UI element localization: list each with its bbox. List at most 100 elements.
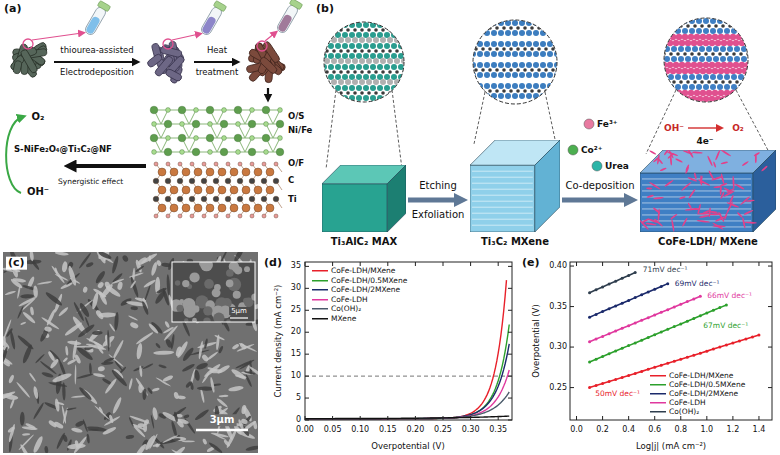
zoom-view bbox=[709, 40, 715, 46]
ion-label: Fe³⁺ bbox=[597, 119, 618, 129]
sem-micrograph bbox=[76, 373, 94, 380]
block-shape bbox=[472, 225, 533, 226]
tafel-plot bbox=[712, 348, 715, 351]
polarization-plot bbox=[508, 310, 512, 311]
block-shape bbox=[744, 221, 757, 223]
tafel-plot bbox=[595, 313, 598, 316]
zoom-view bbox=[349, 74, 355, 80]
zoom-view bbox=[352, 79, 358, 85]
sem-micrograph bbox=[97, 366, 105, 372]
sem-micrograph bbox=[98, 291, 109, 306]
crystal-structure bbox=[153, 178, 159, 184]
crystal-structure bbox=[250, 214, 254, 218]
zoom-view bbox=[533, 72, 539, 78]
sem-micrograph bbox=[155, 342, 161, 349]
tick-label: 0.8 bbox=[674, 425, 687, 434]
slope-label: 69mV dec⁻¹ bbox=[675, 280, 720, 289]
tafel-plot bbox=[751, 335, 754, 338]
tafel-plot bbox=[595, 338, 598, 341]
test-tube bbox=[275, 0, 303, 35]
scale-label: 5μm bbox=[229, 307, 249, 315]
tafel-plot bbox=[758, 416, 759, 420]
zoom-view bbox=[380, 58, 386, 64]
zoom-view bbox=[491, 51, 497, 57]
crystal-structure bbox=[182, 168, 190, 176]
zoom-view bbox=[738, 84, 744, 90]
zoom-view bbox=[502, 89, 506, 93]
zoom-view bbox=[682, 28, 688, 34]
zoom-view bbox=[380, 79, 386, 85]
zoom-view bbox=[363, 74, 369, 80]
polarization-plot bbox=[387, 416, 388, 420]
tafel-plot bbox=[621, 302, 624, 305]
test-tube bbox=[84, 5, 108, 36]
atom-label: Ni/Fe bbox=[288, 126, 312, 136]
tafel-plot bbox=[588, 386, 591, 389]
zoom-view bbox=[661, 18, 667, 24]
tick-label: 0.40 bbox=[549, 261, 567, 270]
zoom-view bbox=[697, 62, 703, 68]
sem-micrograph bbox=[248, 365, 258, 379]
legend-line bbox=[312, 318, 328, 320]
crystal-structure bbox=[261, 196, 267, 202]
zoom-view bbox=[530, 89, 534, 93]
zoom-view bbox=[345, 58, 351, 64]
sem-micrograph bbox=[175, 280, 180, 285]
tafel-plot bbox=[705, 312, 708, 315]
sem-micrograph bbox=[8, 424, 16, 443]
polarization-plot bbox=[305, 416, 509, 419]
legend-line bbox=[650, 409, 666, 415]
sem-micrograph bbox=[205, 351, 218, 362]
sem-micrograph bbox=[104, 378, 118, 395]
polarization-plot bbox=[443, 262, 444, 266]
crystal-structure bbox=[234, 134, 242, 142]
zoom-view bbox=[338, 58, 344, 64]
sem-micrograph bbox=[22, 433, 30, 436]
tafel-plot bbox=[732, 262, 733, 266]
crystal-structure bbox=[194, 136, 199, 141]
nickel-foam bbox=[246, 41, 286, 83]
crystal-structure bbox=[150, 106, 284, 218]
zoom-view bbox=[685, 40, 691, 46]
tafel-plot bbox=[653, 313, 656, 316]
tafel-plot bbox=[673, 360, 676, 363]
sem-micrograph bbox=[44, 446, 49, 453]
zoom-view bbox=[742, 24, 746, 28]
tafel-plot bbox=[608, 380, 611, 383]
zoom-view bbox=[516, 47, 520, 51]
tafel-plot bbox=[588, 360, 591, 363]
legend-line bbox=[650, 411, 666, 413]
zoom-view bbox=[360, 28, 364, 32]
polarization-plot bbox=[305, 398, 309, 399]
crystal-structure bbox=[158, 186, 166, 194]
tafel-plot bbox=[654, 416, 655, 420]
zoom-view bbox=[717, 18, 723, 24]
sem-micrograph bbox=[20, 412, 25, 426]
zoom-view bbox=[712, 68, 718, 74]
tafel-plot bbox=[712, 309, 715, 312]
sem-micrograph bbox=[49, 358, 60, 369]
zoom-view bbox=[495, 47, 499, 51]
polarization-plot bbox=[508, 420, 512, 421]
tafel-plot bbox=[706, 262, 707, 266]
zoom-view bbox=[346, 49, 350, 53]
zoom-view bbox=[374, 70, 378, 74]
sem-micrograph bbox=[94, 405, 110, 421]
legend-line bbox=[312, 299, 328, 301]
zoom-view bbox=[370, 53, 376, 59]
zoom-view bbox=[488, 89, 492, 93]
legend-text: CoFe-LDH/2MXene bbox=[331, 286, 400, 295]
zoom-view bbox=[670, 90, 676, 96]
tafel-plot bbox=[647, 291, 650, 294]
zoom-view bbox=[703, 74, 709, 80]
sem-micrograph bbox=[173, 411, 178, 422]
zoom-view bbox=[706, 34, 712, 40]
tafel-plot bbox=[686, 300, 689, 303]
polarization-plot bbox=[415, 262, 416, 266]
zoom-view bbox=[745, 96, 751, 102]
sem-micrograph bbox=[20, 321, 26, 325]
crystal-structure bbox=[190, 214, 194, 218]
legend-text: CoFe-LDH bbox=[669, 399, 706, 408]
sem-micrograph bbox=[74, 440, 79, 448]
zoom-view bbox=[398, 22, 404, 28]
